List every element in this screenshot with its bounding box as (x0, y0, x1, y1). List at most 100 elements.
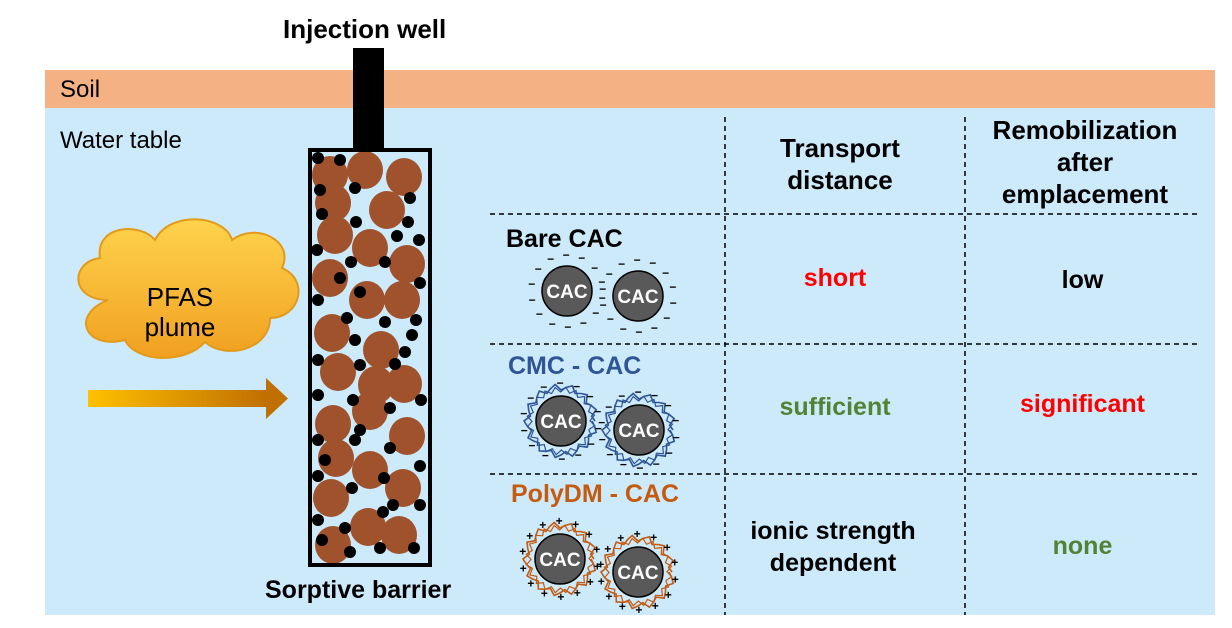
transport-polydm: ionic strength dependent (750, 517, 916, 577)
table-grid (490, 117, 1200, 615)
charge-sign: + (617, 531, 624, 545)
cac-dot (391, 230, 403, 242)
charge-sign: − (528, 438, 535, 452)
charge-sign: − (563, 248, 570, 262)
header-remobilization: Remobilization after emplacement (992, 115, 1178, 209)
charge-sign: − (587, 390, 594, 404)
cac-dot (384, 402, 396, 414)
charge-sign: − (542, 449, 549, 463)
charge-sign: − (635, 325, 642, 339)
row-name-cmc-cac: CMC - CAC (508, 352, 642, 380)
charge-sign: − (599, 282, 606, 296)
cac-dot (404, 192, 416, 204)
charge-sign: − (521, 423, 528, 437)
cac-dot (377, 506, 389, 518)
charge-sign: + (652, 599, 659, 613)
charge-sign: + (665, 588, 672, 602)
soil-layer (45, 70, 1215, 108)
charge-sign: + (598, 574, 605, 588)
sand-grain (381, 516, 417, 554)
sand-grain (314, 314, 350, 352)
cac-dot (312, 434, 324, 446)
cac-dot (354, 359, 366, 371)
cac-dot (346, 482, 358, 494)
charge-sign: − (636, 461, 643, 475)
charge-sign: − (535, 262, 542, 276)
cac-dot (350, 216, 362, 228)
charge-sign: + (587, 575, 594, 589)
charge-sign: − (529, 293, 536, 307)
charge-sign: − (599, 291, 606, 305)
cac-dot (415, 394, 427, 406)
cac-dot (406, 329, 418, 341)
injection-well-label: Injection well (283, 14, 447, 44)
charge-sign: + (572, 517, 579, 531)
cac-dot (314, 184, 326, 196)
sand-grain (312, 259, 348, 297)
charge-sign: + (527, 576, 534, 590)
cac-particle (541, 265, 593, 317)
charge-sign: − (594, 405, 601, 419)
cac-particles: −−−−−−−−−−−−−−CAC−−−−−−−−−−−−−−CAC−−−−−−… (519, 248, 679, 617)
cac-dot (378, 472, 390, 484)
sand-grain (385, 469, 421, 507)
cac-dot (413, 234, 425, 246)
sand-grain (350, 508, 386, 546)
remob-polydm: none (1052, 532, 1113, 560)
charge-sign: + (635, 603, 642, 617)
sorptive-barrier-label: Sorptive barrier (265, 576, 452, 604)
cac-dot (402, 216, 414, 228)
cac-dot (414, 277, 426, 289)
charge-sign: − (598, 275, 605, 289)
charge-sign: − (666, 446, 673, 460)
sand-grain (347, 151, 383, 189)
cac-dot (408, 542, 420, 554)
charge-sign: − (672, 414, 679, 428)
charge-sign: + (664, 541, 671, 555)
charge-sign: − (595, 422, 602, 436)
cac-dot (312, 389, 324, 401)
charge-sign: + (593, 543, 600, 557)
cac-dot (354, 424, 366, 436)
cac-particle-label: CAC (546, 282, 587, 303)
cac-dot (347, 394, 359, 406)
cac-dot (389, 358, 401, 370)
charge-sign: − (557, 376, 564, 390)
charge-sign: − (620, 322, 627, 336)
charge-sign: − (547, 252, 554, 266)
charge-sign: − (618, 389, 625, 403)
row-name-bare-cac: Bare CAC (506, 225, 623, 253)
cac-dot (312, 514, 324, 526)
cac-dot (349, 434, 361, 446)
sand-grain (384, 281, 420, 319)
charge-sign: − (669, 280, 676, 294)
cac-dot (414, 499, 426, 511)
cac-dot (344, 546, 356, 558)
charge-sign: − (649, 256, 656, 270)
charge-sign: − (673, 431, 680, 445)
sand-grain (349, 281, 385, 319)
cac-dot (374, 542, 386, 554)
charge-sign: − (651, 321, 658, 335)
cac-dot (312, 470, 324, 482)
charge-sign: − (592, 306, 599, 320)
remob-cmc: significant (1019, 390, 1145, 418)
sorptive-barrier-frame (308, 148, 432, 567)
cac-dot (384, 442, 396, 454)
water-table-label: Water table (60, 127, 182, 154)
sand-grain (318, 439, 354, 477)
charge-sign: − (653, 457, 660, 471)
polymer-coating (526, 386, 596, 456)
charge-sign: − (620, 458, 627, 472)
cac-dot (354, 286, 366, 298)
cac-dot (414, 460, 426, 472)
sand-grain (315, 405, 351, 443)
charge-sign: + (672, 573, 679, 587)
sand-grain (389, 245, 425, 283)
sand-grain (369, 191, 405, 229)
cac-dot (349, 182, 361, 194)
cac-particle-label: CAC (540, 412, 581, 433)
charge-sign: − (606, 267, 613, 281)
charge-sign: − (651, 388, 658, 402)
cac-dot (316, 208, 328, 220)
